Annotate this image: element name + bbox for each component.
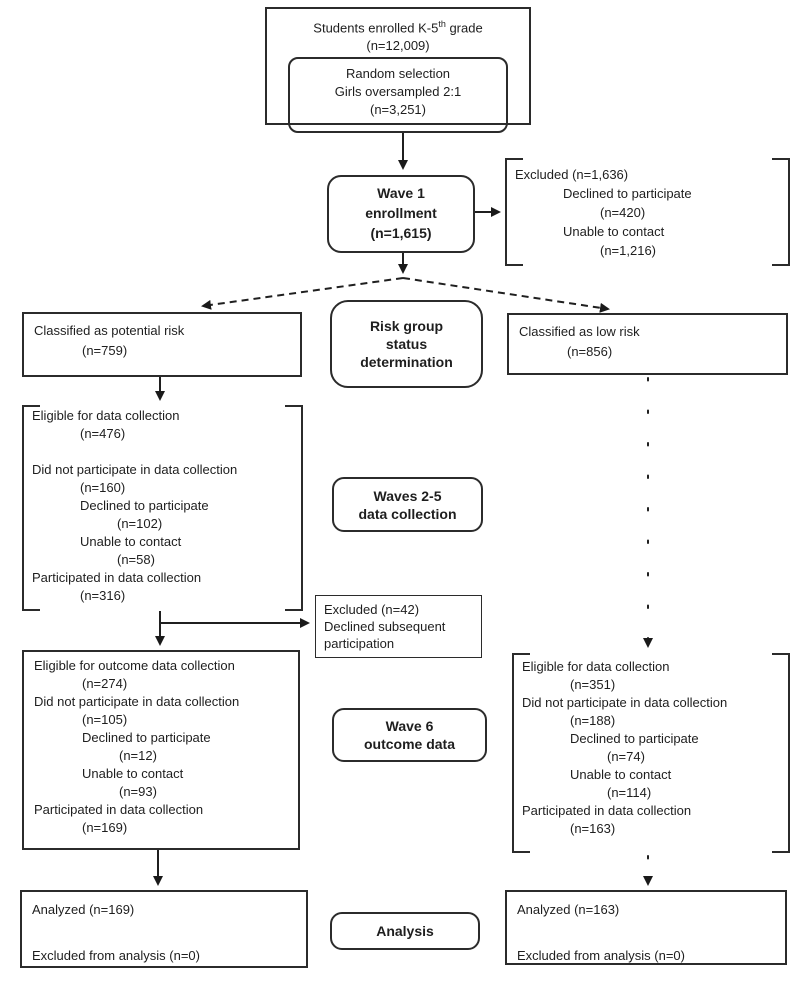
outcome-right-box: Eligible for data collection (n=351) Did n… <box>512 653 790 853</box>
wave1-enrollment-box: Wave 1 enrollment (n=1,615) <box>327 175 475 253</box>
text-line: (n=74) <box>607 749 645 764</box>
text-line: Did not participate in data collection <box>34 694 240 709</box>
text-line: (n=3,251) <box>369 102 426 117</box>
outcome-left-box: Eligible for outcome data collection (n=2… <box>22 650 300 850</box>
text-line: Participated in data collection <box>522 803 692 818</box>
text-line: status <box>385 336 428 352</box>
excluded-42-box: Excluded (n=42) Declined subsequent partic… <box>315 595 482 658</box>
text-line: Random selection <box>345 66 451 81</box>
low-risk-box: Classified as low risk (n=856) <box>507 313 788 375</box>
text-line: (n=102) <box>117 516 163 531</box>
text-line: Excluded (n=42) <box>324 602 420 617</box>
text-line: Declined subsequent <box>324 619 446 634</box>
text-line: Excluded from analysis (n=0) <box>517 948 685 963</box>
text-line: (n=105) <box>82 712 128 727</box>
analyzed-left-text: Analyzed (n=169) Excluded from analysis … <box>22 892 306 973</box>
text-line: (n=169) <box>82 820 128 835</box>
text-line: outcome data <box>363 736 455 752</box>
text-line: Eligible for data collection <box>522 659 670 674</box>
text-line: Wave 1 <box>377 185 425 201</box>
text-line: (n=856) <box>567 344 613 359</box>
excluded-42-text: Excluded (n=42) Declined subsequent partic… <box>316 596 481 657</box>
waves-data-left-box: Eligible for data collection (n=476) Did … <box>22 405 303 611</box>
text-line: (n=93) <box>119 784 157 799</box>
text-line: (n=58) <box>117 552 155 567</box>
text-line: (n=274) <box>82 676 128 691</box>
outcome-right-text: Eligible for data collection (n=351) Did n… <box>512 653 790 843</box>
text-line: Eligible for outcome data collection <box>34 658 235 673</box>
text-line: determination <box>360 354 453 370</box>
text-line <box>32 443 293 461</box>
text-line: Excluded from analysis (n=0) <box>32 948 200 963</box>
text-line <box>32 921 296 944</box>
text-line: Did not participate in data collection <box>32 462 238 477</box>
text-line: Declined to participate <box>563 186 692 201</box>
stage-wave6-text: Wave 6 outcome data <box>334 717 485 753</box>
text-line: Waves 2-5 <box>373 487 442 504</box>
text-line: (n=114) <box>607 785 652 800</box>
stage-analysis-label: Analysis <box>330 912 480 950</box>
wave1-enrollment-text: Wave 1 enrollment (n=1,615) <box>329 177 473 248</box>
stage-risk-group-label: Risk group status determination <box>330 300 483 388</box>
text-line: (n=420) <box>600 205 646 220</box>
text-line: (n=351) <box>570 677 616 692</box>
wave1-excluded-text: Excluded (n=1,636) Declined to participat… <box>505 158 790 267</box>
wave1-excluded-box: Excluded (n=1,636) Declined to participat… <box>505 158 790 266</box>
waves-data-left-text: Eligible for data collection (n=476) Did … <box>22 405 303 607</box>
text-line: (n=759) <box>82 343 128 358</box>
text-line: Wave 6 <box>385 718 434 734</box>
text-line: Participated in data collection <box>34 802 204 817</box>
text-line: (n=476) <box>80 426 126 441</box>
text-line: Did not participate in data collection <box>522 695 728 710</box>
text-line: Unable to contact <box>563 224 665 239</box>
top-enrollment-title: Students enrolled K-5th grade <box>313 19 483 36</box>
text-line: (n=188) <box>570 713 616 728</box>
text-line <box>517 921 775 944</box>
analyzed-left-box: Analyzed (n=169) Excluded from analysis … <box>20 890 308 968</box>
text-line: data collection <box>358 505 457 522</box>
text-line: Analyzed (n=163) <box>517 902 620 917</box>
text-line: (n=12) <box>119 748 157 763</box>
text-line: Girls oversampled 2:1 <box>334 84 462 99</box>
analyzed-right-box: Analyzed (n=163) Excluded from analysis … <box>505 890 787 965</box>
stage-wave6-label: Wave 6 outcome data <box>332 708 487 762</box>
text-line: Participated in data collection <box>32 570 202 585</box>
text-line: (n=163) <box>570 821 616 836</box>
potential-risk-text: Classified as potential risk (n=759) <box>24 314 300 368</box>
text-line: Classified as potential risk <box>34 323 185 338</box>
text-line: Risk group <box>369 318 444 334</box>
potential-risk-box: Classified as potential risk (n=759) <box>22 312 302 377</box>
text-line: (n=1,216) <box>600 243 657 258</box>
text-line: enrollment <box>365 205 437 221</box>
low-risk-text: Classified as low risk (n=856) <box>509 315 786 369</box>
text-line: Classified as low risk <box>519 324 640 339</box>
text-line: Unable to contact <box>82 766 184 781</box>
text-line: Unable to contact <box>80 534 182 549</box>
text-line: Analysis <box>376 923 434 939</box>
outcome-left-text: Eligible for outcome data collection (n=2… <box>24 652 298 842</box>
stage-risk-group-text: Risk group status determination <box>332 317 481 371</box>
text-line: (n=160) <box>80 480 126 495</box>
analyzed-right-text: Analyzed (n=163) Excluded from analysis … <box>507 892 785 973</box>
text-line: Declined to participate <box>82 730 211 745</box>
text-line: Eligible for data collection <box>32 408 180 423</box>
text-line: Excluded (n=1,636) <box>515 167 629 182</box>
text-line: (n=1,615) <box>370 225 432 241</box>
text-line: Declined to participate <box>80 498 209 513</box>
text-line: (n=316) <box>80 588 126 603</box>
top-enrollment-box: Students enrolled K-5th grade (n=12,009) <box>265 7 531 125</box>
text-line: Declined to participate <box>570 731 699 746</box>
text-line: Analyzed (n=169) <box>32 902 135 917</box>
top-enrollment-n: (n=12,009) <box>366 38 430 54</box>
text-line: Unable to contact <box>570 767 672 782</box>
stage-analysis-text: Analysis <box>332 922 478 940</box>
text-line: participation <box>324 636 395 651</box>
